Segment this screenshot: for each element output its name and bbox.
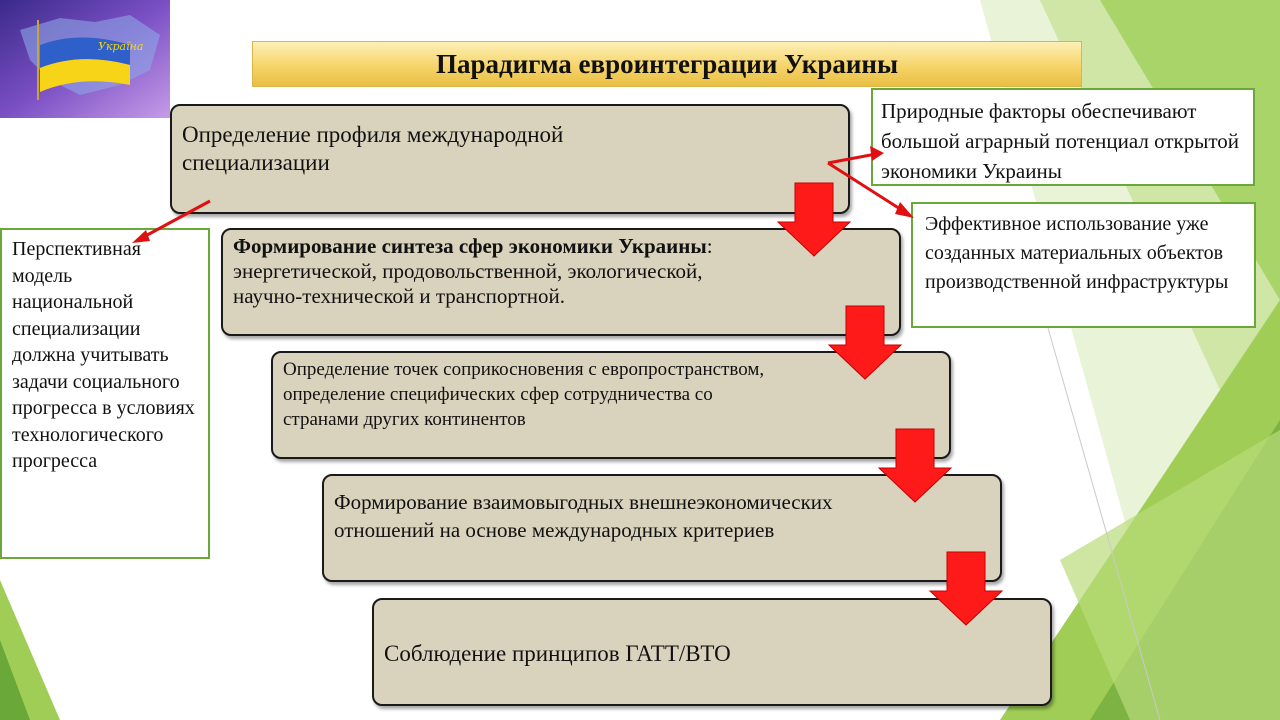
step-box-3: Определение точек соприкосновения с евро… xyxy=(271,351,951,459)
step-box-4: Формирование взаимовыгодных внешнеэконом… xyxy=(322,474,1002,582)
step-box-1: Определение профиля международной специа… xyxy=(170,104,850,214)
page-title: Парадигма евроинтеграции Украины xyxy=(252,41,1082,87)
note-left-text: Перспективная модель национальной специа… xyxy=(12,238,195,472)
ukraine-logo: Україна xyxy=(0,0,170,118)
step-box-5: Соблюдение принципов ГАТТ/ВТО xyxy=(372,598,1052,706)
step-3-text: Определение точек соприкосновения с евро… xyxy=(283,359,765,430)
step-2-bold-text: Формирование синтеза сфер экономики Укра… xyxy=(233,234,707,258)
step-5-text: Соблюдение принципов ГАТТ/ВТО xyxy=(384,641,731,666)
step-1-text: Определение профиля международной специа… xyxy=(182,122,564,175)
note-top-right-2: Эффективное использование уже созданных … xyxy=(911,202,1256,328)
ukraine-flag-map-icon: Україна xyxy=(0,0,170,118)
note-top-right-2-text: Эффективное использование уже созданных … xyxy=(925,213,1229,293)
logo-caption: Україна xyxy=(98,40,143,53)
step-2-text: Формирование синтеза сфер экономики Укра… xyxy=(233,234,889,309)
note-left: Перспективная модель национальной специа… xyxy=(0,228,210,559)
note-top-right-1-text: Природные факторы обеспечивают большой а… xyxy=(881,99,1239,183)
step-4-text: Формирование взаимовыгодных внешнеэконом… xyxy=(334,490,833,542)
step-box-2: Формирование синтеза сфер экономики Укра… xyxy=(221,228,901,336)
page-title-text: Парадигма евроинтеграции Украины xyxy=(435,48,899,79)
note-top-right-1: Природные факторы обеспечивают большой а… xyxy=(871,88,1255,186)
step-2-rest-text: : энергетической, продовольственной, эко… xyxy=(233,234,713,308)
